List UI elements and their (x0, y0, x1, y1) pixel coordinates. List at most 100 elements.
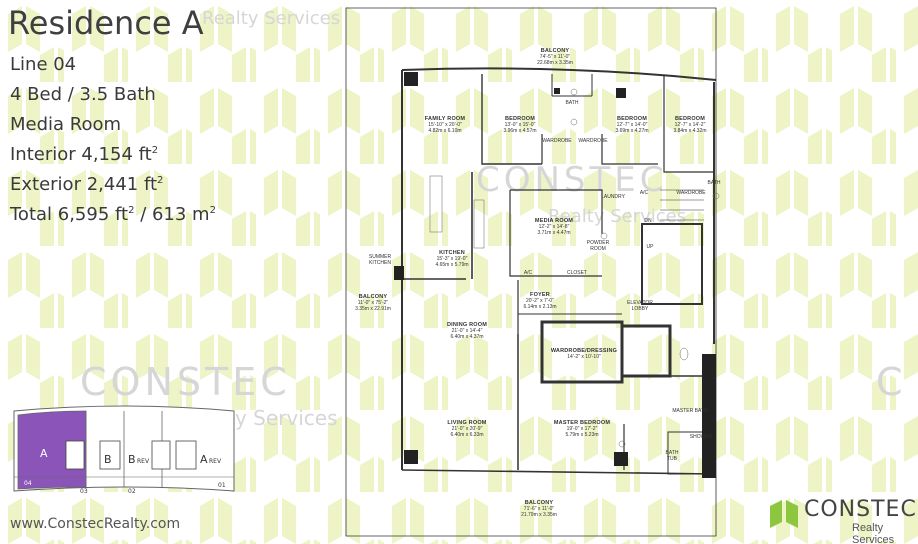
room-dims-metric: 3.96m x 4.57m (503, 128, 537, 134)
room-name: WARDROBE/DRESSING (550, 348, 618, 354)
label-shower: SHOWER (686, 434, 716, 440)
label-text: WARDROBE (578, 138, 608, 144)
label-laundry: LAUNDRY (598, 194, 628, 200)
label-text: MASTER BATH (672, 408, 708, 414)
room-family-room: FAMILY ROOM 15'-10" x 20'-0" 4.82m x 6.1… (410, 116, 480, 134)
keyplan-line-03: 03 (80, 488, 88, 495)
room-dims-imperial: 12'-7" x 14'-2" (674, 122, 706, 128)
room-name: FAMILY ROOM (424, 116, 466, 122)
room-dims-metric: 3.35m x 22.91m (355, 306, 391, 312)
label-text: UP (646, 244, 654, 250)
label-master-bath: MASTER BATH (672, 408, 708, 414)
squared-sup: 2 (157, 175, 164, 186)
floor-plan-lines (345, 7, 720, 537)
room-bedroom-2: BEDROOM 12'-7" x 14'-0" 3.69m x 4.27m (604, 116, 660, 134)
room-dims-imperial: 15'-10" x 20'-0" (428, 122, 462, 128)
label-powder-room: POWDER ROOM (584, 240, 612, 252)
room-dims-metric: 6.40m x 6.33m (450, 432, 484, 438)
website-url[interactable]: www.ConstecRealty.com (10, 516, 181, 532)
room-dims-metric: 3.84m x 4.32m (673, 128, 707, 134)
label-wardrobe-3: WARDROBE (672, 190, 710, 196)
room-dims-imperial: 12'-2" x 14'-8" (538, 224, 570, 230)
label-up: UP (642, 244, 658, 250)
room-master-bedroom: MASTER BEDROOM 19'-0" x 17'-2" 5.79m x 5… (542, 420, 622, 438)
line-number: Line 04 (10, 54, 77, 75)
bed-bath-count: 4 Bed / 3.5 Bath (10, 84, 156, 105)
floor-plan: BALCONY 74'-5" x 11'-0" 22.68m x 3.35m F… (342, 4, 752, 540)
watermark-sub-1: Realty Services (548, 206, 687, 227)
keyplan-unit-4: A (200, 453, 208, 466)
total-area-label: Total 6,595 ft (10, 204, 129, 225)
residence-title: Residence A (8, 4, 204, 42)
watermark-brand-3: C (876, 360, 907, 404)
room-dims-imperial: 11'-0" x 75'-2" (357, 300, 389, 306)
room-bedroom-3: BEDROOM 12'-7" x 14'-2" 3.84m x 4.32m (666, 116, 714, 134)
label-elevator-lobby: ELEVATOR LOBBY (622, 300, 658, 312)
label-bath-2: BATH (702, 180, 726, 186)
room-dims-imperial: 20'-2" x 7'-0" (526, 298, 554, 304)
room-dims-metric: 21.79m x 3.35m (521, 512, 557, 518)
room-bedroom-1: BEDROOM 13'-0" x 15'-0" 3.96m x 4.57m (492, 116, 548, 134)
total-area-metric: / 613 m (134, 204, 210, 225)
keyplan-line-02: 02 (128, 488, 136, 495)
room-dims-metric: 6.40m x 4.37m (450, 334, 484, 340)
room-balcony-left: BALCONY 11'-0" x 75'-2" 3.35m x 22.91m (348, 294, 398, 312)
keyplan-unit-1: A (40, 447, 48, 460)
room-name: BEDROOM (616, 116, 648, 122)
keyplan-unit-3: B (128, 453, 136, 466)
interior-area-label: Interior 4,154 ft (10, 144, 152, 165)
label-ac-1: A/C (634, 190, 654, 196)
key-plan: A B B REV A REV 04 03 02 01 (13, 405, 235, 495)
room-dims-metric: 3.69m x 4.27m (615, 128, 649, 134)
label-bath: BATH (554, 100, 590, 106)
label-bath-tub: BATH TUB (660, 450, 684, 462)
label-text: BATH (707, 180, 721, 186)
room-dims-imperial: 74'-5" x 11'-0" (539, 54, 571, 60)
label-text: POWDER ROOM (586, 240, 610, 252)
room-name: MEDIA ROOM (534, 218, 574, 224)
room-dims-imperial: 21'-0" x 20'-9" (451, 426, 483, 432)
room-name: BALCONY (358, 294, 388, 300)
room-dims-imperial: 13'-0" x 15'-0" (504, 122, 536, 128)
squared-sup: 2 (209, 205, 216, 216)
label-ac-2: A/C (518, 270, 538, 276)
watermark-brand-2: CONSTEC (80, 360, 291, 404)
watermark-brand-1: CONSTEC (476, 160, 668, 200)
total-area: Total 6,595 ft2 / 613 m2 (10, 204, 216, 225)
room-dims-imperial: 14'-2" x 10'-10" (567, 354, 601, 360)
room-dims-metric: 4.65m x 5.79m (435, 262, 469, 268)
room-dims-metric: 3.71m x 4.47m (537, 230, 571, 236)
room-name: BEDROOM (674, 116, 706, 122)
label-text: BATH TUB (665, 450, 679, 462)
keyplan-unit-4-suffix: REV (209, 458, 222, 465)
room-wardrobe-dressing: WARDROBE/DRESSING 14'-2" x 10'-10" (548, 348, 620, 360)
label-text: LAUNDRY (601, 194, 625, 200)
label-text: DN (644, 218, 652, 224)
exterior-area-label: Exterior 2,441 ft (10, 174, 158, 195)
room-dims-metric: 4.82m x 6.10m (428, 128, 462, 134)
room-name: LIVING ROOM (447, 420, 487, 426)
label-wardrobe-1: WARDROBE (538, 138, 576, 144)
room-dims-imperial: 71'-6" x 11'-0" (523, 506, 555, 512)
logo-tagline: Realty Services (852, 522, 895, 544)
squared-sup: 2 (151, 145, 159, 156)
label-text: ELEVATOR LOBBY (627, 300, 653, 312)
room-name: DINING ROOM (446, 322, 488, 328)
room-name: BEDROOM (504, 116, 536, 122)
room-living-room: LIVING ROOM 21'-0" x 20'-9" 6.40m x 6.33… (432, 420, 502, 438)
squared-sup: 2 (128, 205, 135, 216)
room-dims-imperial: 12'-7" x 14'-0" (616, 122, 648, 128)
room-dims-metric: 6.14m x 2.13m (523, 304, 557, 310)
label-text: WARDROBE (542, 138, 572, 144)
extra-room: Media Room (10, 114, 122, 135)
room-name: KITCHEN (439, 250, 465, 256)
room-dims-metric: 22.68m x 3.35m (537, 60, 573, 66)
label-dn: DN (640, 218, 656, 224)
label-text: SUMMER KITCHEN (368, 254, 392, 266)
label-text: BATH (565, 100, 579, 106)
room-dims-imperial: 19'-0" x 17'-2" (566, 426, 598, 432)
room-foyer: FOYER 20'-2" x 7'-0" 6.14m x 2.13m (510, 292, 570, 310)
keyplan-line-01: 01 (218, 482, 226, 489)
keyplan-unit-3-suffix: REV (137, 458, 150, 465)
